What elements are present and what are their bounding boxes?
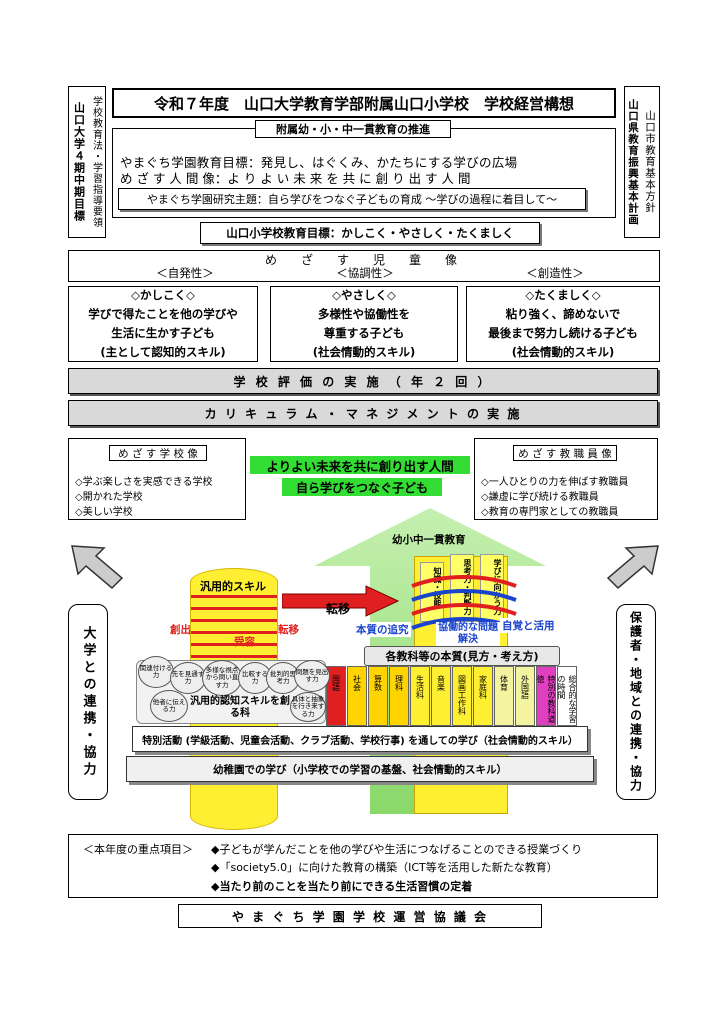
card-takumashiku-line3: (社会情動的スキル) — [511, 345, 615, 359]
column-thinking: 思考力・判断力 — [450, 554, 474, 622]
card-takumashiku-line1: 粘り強く、諦めないで — [505, 307, 621, 321]
ideal-staff-box: め ざ す 教 職 員 像 ◇一人ひとりの力を伸ばす教職員 ◇謙虚に学び続ける教… — [474, 438, 658, 520]
ideal-school-item: ◇開かれた学校 — [75, 492, 143, 503]
integrated-education-arrow-label: 幼小中一貫教育 — [392, 534, 466, 546]
kindergarten-bar: 幼稚園での学び（小学校での学習の基盤、社会情動的スキル） — [126, 756, 594, 782]
transfer-label-small: 転移 — [278, 624, 299, 636]
bubble-relate: 関連付ける力 — [138, 656, 174, 688]
integrated-education-label: 附属幼・小・中一貫教育の推進 — [255, 120, 451, 138]
subject-math: 算数 — [368, 666, 388, 726]
card-takumashiku: ◇たくましく◇ 粘り強く、諦めないで 最後まで努力し続ける子ども (社会情動的ス… — [466, 286, 660, 362]
subject-science: 理科 — [389, 666, 409, 726]
curriculum-management-bar: カ リ キ ュ ラ ム ・ マ ネ ジ メ ン ト の 実 施 — [68, 400, 658, 426]
community-collaboration: 保護者・地域との連携・協力 — [616, 604, 656, 800]
ideal-school-box: め ざ す 学 校 像 ◇学ぶ楽しさを実感できる学校 ◇開かれた学校 ◇美しい学… — [68, 438, 246, 520]
card-kashikoku-line3: (主として認知的スキル) — [100, 345, 226, 359]
bubble-communicate: 他者に伝える力 — [150, 690, 188, 722]
card-kashikoku-line1: 学びで得たことを他の学びや — [88, 307, 238, 321]
ideal-school-item: ◇学ぶ楽しさを実感できる学校 — [75, 477, 213, 488]
priority-item: ◆当たり前のことを当たり前にできる生活習慣の定着 — [211, 880, 473, 893]
cognitive-subject-label: 汎用的認知スキルを創る科 — [190, 696, 290, 719]
subject-home: 家庭科 — [473, 666, 493, 726]
bubble-find-problem: 問題を見出す力 — [294, 660, 330, 692]
subject-moral: 特別の教科道徳 — [536, 666, 556, 726]
community-collaboration-label: 保護者・地域との連携・協力 — [628, 611, 643, 793]
transfer-label: 転移 — [326, 602, 351, 616]
priority-item: ◆子どもが学んだことを他の学びや生活につなげることのできる授業づくり — [211, 843, 583, 856]
subject-pe: 体育 — [494, 666, 514, 726]
subject-foreign: 外国語 — [515, 666, 535, 726]
child-image-heading: め ざ す 児 童 像 — [264, 253, 463, 267]
ideal-person-banner: よりよい未来を共に創り出す人間 — [250, 456, 470, 474]
card-yasashiku: ◇やさしく◇ 多様性や協働性を 尊重する子ども (社会情動的スキル) — [270, 286, 458, 362]
card-yasashiku-line3: (社会情動的スキル) — [312, 345, 416, 359]
central-diagram: 幼小中一貫教育 汎用的スキル 転移 創出 受容 転移 知識・技能 思考力・判断力… — [120, 500, 600, 830]
page-title: 令和７年度 山口大学教育学部附属山口小学校 学校経営構想 — [112, 88, 616, 118]
ideal-staff-item: ◇教育の専門家としての教職員 — [481, 507, 619, 518]
generic-skill-label: 汎用的スキル — [200, 580, 266, 593]
create-label: 創出 — [170, 624, 191, 636]
priority-item: ◆「society5.0」に向けた教育の構築（ICT等を活用した新たな教育） — [211, 861, 558, 874]
priorities-box: ＜本年度の重点項目＞ ◆子どもが学んだことを他の学びや生活につなげることのできる… — [68, 834, 658, 898]
card-yasashiku-line2: 尊重する子ども — [323, 326, 405, 340]
left-policy-tab: 山口大学４期中期目標 学校教育法・学習指導要領 — [68, 86, 106, 238]
subject-social: 社会 — [347, 666, 367, 726]
card-takumashiku-title: ◇たくましく◇ — [525, 288, 601, 302]
accept-label: 受容 — [234, 636, 255, 648]
ideal-school-heading: め ざ す 学 校 像 — [109, 445, 207, 461]
child-image-header — [68, 250, 660, 282]
university-collaboration-label: 大学との連携・協力 — [80, 625, 96, 779]
ideal-staff-heading: め ざ す 教 職 員 像 — [513, 445, 617, 461]
collaborative-problem-solving-label: 協働的な問題解決 — [436, 622, 500, 646]
subject-integrated: 総合的な学習の時間 — [557, 666, 577, 726]
research-theme: やまぐち学園研究主題：自ら学びをつなぐ子どもの育成 ～学びの過程に着目して～ — [118, 188, 586, 210]
school-council-box: や ま ぐ ち 学 園 学 校 運 営 協 議 会 — [178, 904, 542, 928]
bubble-reconsider: 多様な視点から問い直す力 — [202, 660, 242, 696]
ideal-staff-item: ◇一人ひとりの力を伸ばす教職員 — [481, 477, 629, 488]
special-activities-bar: 特別活動 (学級活動、児童会活動、クラブ活動、学校行事) を通しての学び（社会情… — [132, 726, 588, 752]
bubble-abstract: 具体と抽象を行き来する力 — [290, 692, 326, 722]
card-kashikoku-title: ◇かしこく◇ — [131, 288, 195, 302]
school-evaluation-bar: 学 校 評 価 の 実 施 （ 年 ２ 回 ） — [68, 368, 658, 394]
bubble-critical: 批判的思考力 — [266, 662, 300, 694]
subject-shelf: 国語 社会 算数 理科 生活科 音楽 図画工作科 家庭科 体育 外国語 特別の教… — [326, 666, 584, 726]
subject-music: 音楽 — [431, 666, 451, 726]
left-policy-col2: 学校教育法・学習指導要領 — [90, 96, 102, 228]
ideal-school-item: ◇美しい学校 — [75, 507, 133, 518]
gakuen-goal: やまぐち学園教育目標：発見し、はぐくみ、かたちにする学びの広場 — [120, 155, 518, 170]
priorities-label: ＜本年度の重点項目＞ — [83, 843, 193, 856]
self-learner-banner: 自ら学びをつなぐ子ども — [282, 478, 442, 496]
right-policy-col1: 山口県教育振興基本計画 — [627, 98, 639, 226]
label-creativity: ＜創造性＞ — [526, 266, 584, 280]
transfer-arrow-icon — [282, 585, 400, 617]
subject-essence-bar: 各教科等の本質(見方・考え方) — [364, 646, 560, 666]
right-up-arrow-icon — [606, 545, 659, 590]
card-yasashiku-title: ◇やさしく◇ — [332, 288, 396, 302]
card-yasashiku-line1: 多様性や協働性を — [318, 307, 410, 321]
right-policy-tab: 山口県教育振興基本計画 山口市教育基本方針 — [624, 86, 660, 238]
essence-pursuit-label: 本質の追究 — [354, 622, 411, 637]
university-collaboration: 大学との連携・協力 — [68, 604, 108, 800]
card-kashikoku-line2: 生活に生かす子ども — [111, 326, 215, 340]
ideal-person: め ざ す 人 間 像：よ り よ い 未 来 を 共 に 創 り 出 す 人 … — [120, 171, 471, 186]
subject-japanese: 国語 — [326, 666, 346, 726]
label-spontaneity: ＜自発性＞ — [156, 266, 214, 280]
subject-art: 図画工作科 — [452, 666, 472, 726]
left-policy-col1: 山口大学４期中期目標 — [72, 102, 86, 222]
self-awareness-label: 自覚と活用 — [500, 618, 557, 633]
subject-life: 生活科 — [410, 666, 430, 726]
label-cooperation: ＜協調性＞ — [336, 266, 394, 280]
right-policy-col2: 山口市教育基本方針 — [644, 110, 656, 214]
left-up-arrow-icon — [71, 545, 124, 590]
card-kashikoku: ◇かしこく◇ 学びで得たことを他の学びや 生活に生かす子ども (主として認知的ス… — [68, 286, 258, 362]
ideal-staff-item: ◇謙虚に学び続ける教職員 — [481, 492, 599, 503]
school-goal: 山口小学校教育目標：かしこく・やさしく・たくましく — [200, 222, 540, 244]
bubble-foresee: 先を見通す力 — [170, 662, 206, 694]
card-takumashiku-line2: 最後まで努力し続ける子ども — [488, 326, 638, 340]
